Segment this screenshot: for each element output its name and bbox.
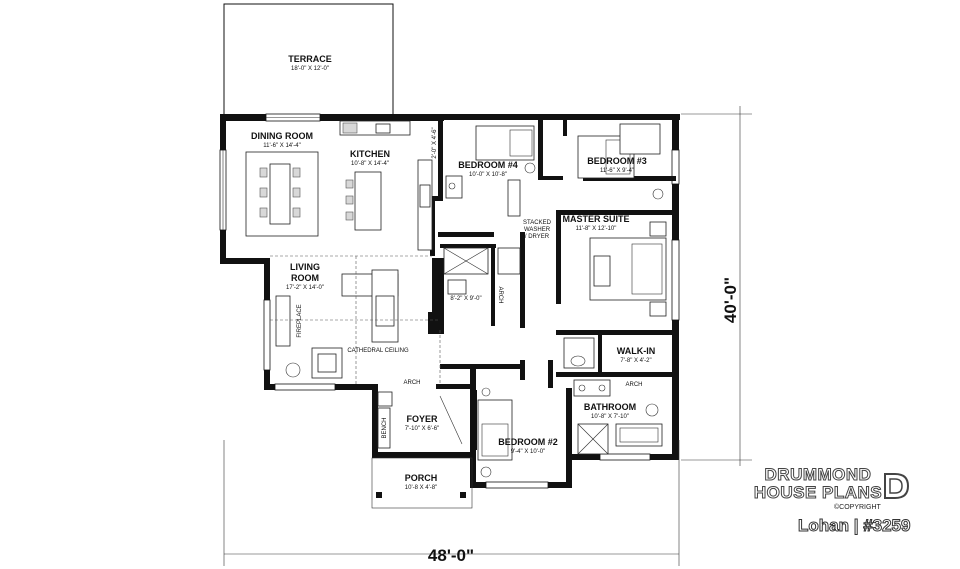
brand-logo-icon — [884, 473, 910, 499]
bedroom4-furniture — [445, 125, 536, 199]
cathedral-label: CATHEDRAL CEILING — [347, 348, 409, 354]
dimension-lines — [223, 106, 752, 566]
master-name: MASTER SUITE — [562, 214, 629, 224]
bathroom-fixtures — [443, 247, 663, 455]
arch-label-3: ARCH — [625, 382, 642, 388]
porch — [371, 457, 473, 509]
bedroom3-name: BEDROOM #3 — [587, 156, 647, 166]
arch-label-2: ARCH — [403, 380, 420, 386]
bathroom-name: BATHROOM — [584, 402, 636, 412]
depth-dimension: 40'-0" — [721, 277, 740, 323]
bath-small-dims: 8'-2" X 9'-0" — [450, 296, 481, 302]
foyer-dims: 7'-10" X 6'-6" — [405, 426, 440, 432]
bedroom4-name: BEDROOM #4 — [458, 160, 518, 170]
master-dims: 11'-8" X 12'-10" — [576, 226, 617, 232]
bench-label: BENCH — [382, 417, 388, 438]
living-dims: 17'-2" X 14'-0" — [286, 285, 324, 291]
stacked-label-2: WASHER — [524, 227, 551, 233]
room-labels: TERRACE 18'-0" X 12'-0" DINING ROOM 11'-… — [251, 54, 655, 491]
walkin-name: WALK-IN — [617, 346, 656, 356]
walkin-dims: 7'-8" X 4'-2" — [620, 358, 651, 364]
living-furniture — [270, 255, 441, 384]
terrace-area — [223, 3, 394, 116]
brand-block: DRUMMOND HOUSE PLANS ©COPYRIGHT Lohan | … — [748, 465, 928, 536]
annotation-labels: STACKED WASHER / DRYER SHELVES ARCH FIRE… — [297, 127, 643, 438]
bedroom2-furniture — [477, 387, 513, 478]
pantry-label: 2'-0" X 4'-6" — [432, 127, 438, 158]
width-dimension: 48'-0" — [428, 546, 474, 565]
windows — [219, 113, 680, 489]
bedroom4-dims: 10'-0" X 10'-8" — [469, 172, 507, 178]
dining-name: DINING ROOM — [251, 131, 313, 141]
living-name-1: LIVING — [290, 262, 320, 272]
foyer-name: FOYER — [406, 414, 438, 424]
terrace-name: TERRACE — [288, 54, 332, 64]
stacked-label-3: / DRYER — [525, 234, 550, 240]
bedroom3-dims: 11'-6" X 9'-4" — [600, 168, 634, 174]
bedroom3-furniture — [577, 123, 664, 200]
dining-dims: 11'-6" X 14'-4" — [263, 143, 300, 149]
kitchen-dims: 10'-8" X 14'-4" — [351, 161, 389, 167]
living-name-2: ROOM — [291, 273, 319, 283]
kitchen-fixtures — [339, 120, 433, 251]
master-furniture — [507, 179, 667, 317]
model-name: Lohan | #3259 — [797, 516, 911, 536]
terrace-dims: 18'-0" X 12'-0" — [291, 66, 329, 72]
bedroom2-dims: 9'-4" X 10'-0" — [511, 449, 546, 455]
foyer-fixtures — [377, 391, 463, 449]
bathroom-dims: 10'-8" X 7'-10" — [591, 414, 629, 420]
kitchen-name: KITCHEN — [350, 149, 390, 159]
stacked-label-1: STACKED — [523, 220, 552, 226]
shelves-label: SHELVES — [436, 272, 442, 299]
bedroom2-name: BEDROOM #2 — [498, 437, 558, 447]
brand-line-2: HOUSE PLANS — [753, 483, 883, 502]
arch-label-1: ARCH — [497, 286, 503, 303]
copyright: ©COPYRIGHT — [834, 504, 881, 511]
fireplace-label: FIREPLACE — [297, 304, 303, 337]
porch-name: PORCH — [405, 473, 438, 483]
interior-walls — [428, 114, 676, 450]
brand-line-1: DRUMMOND — [764, 465, 872, 484]
dining-table — [245, 151, 319, 237]
porch-dims: 10'-8 X 4'-8" — [405, 485, 437, 491]
